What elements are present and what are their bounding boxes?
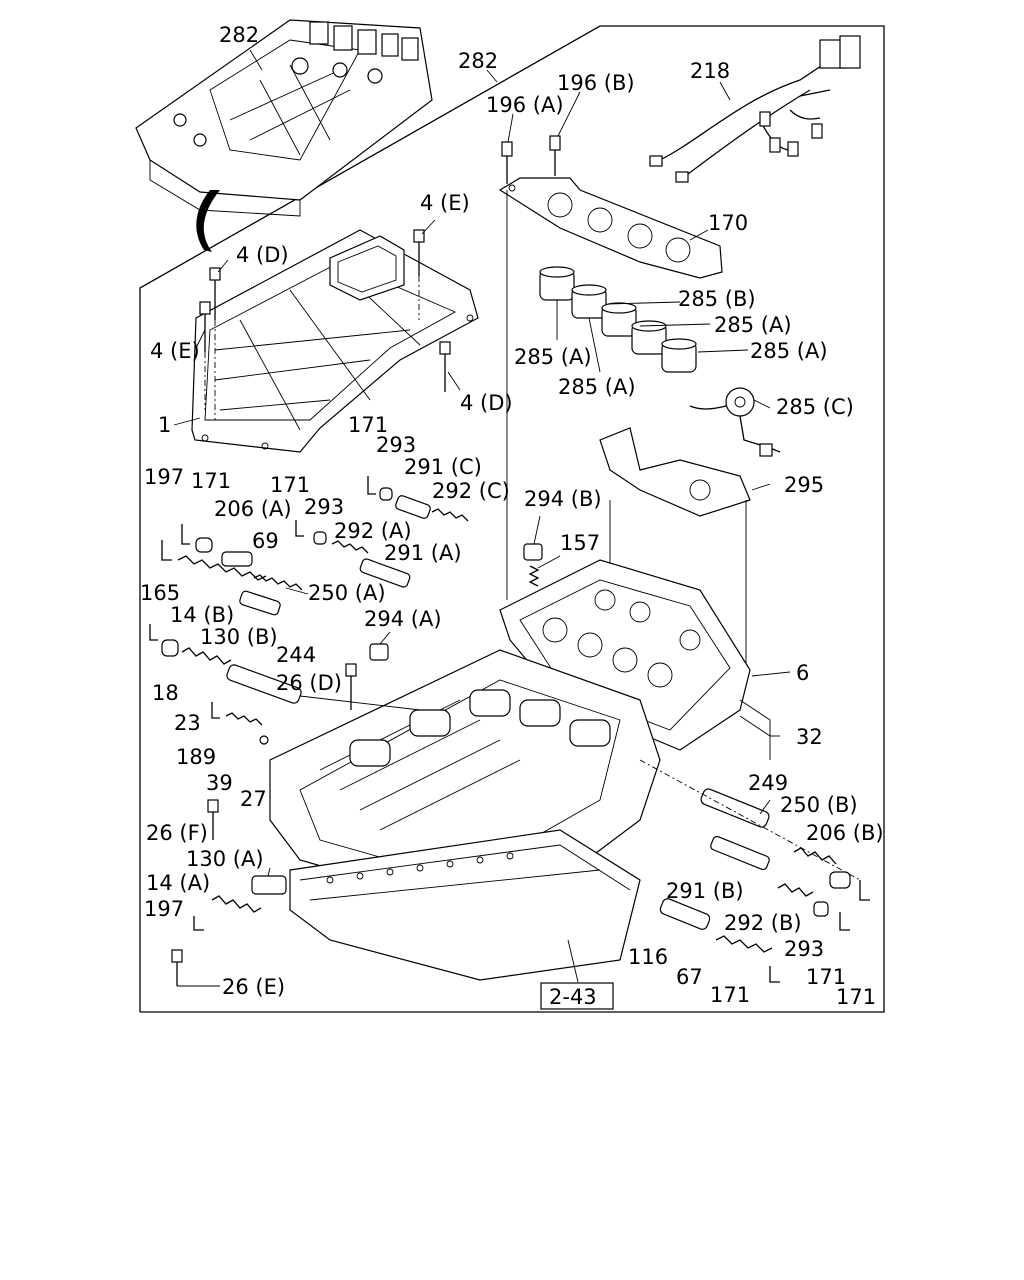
callout-285-a: 285 (A) bbox=[558, 375, 636, 399]
callout-196-b: 196 (B) bbox=[557, 71, 635, 95]
right-valve-parts bbox=[639, 759, 870, 983]
callout-196-a: 196 (A) bbox=[486, 93, 564, 117]
callout-130-b: 130 (B) bbox=[200, 625, 278, 649]
callout-285-a: 285 (A) bbox=[714, 313, 792, 337]
callout-250-a: 250 (A) bbox=[308, 581, 386, 605]
callout-285-c: 285 (C) bbox=[776, 395, 854, 419]
callout-218: 218 bbox=[690, 59, 730, 83]
assembled-valve-body-inset bbox=[135, 19, 498, 252]
callout-250-b: 250 (B) bbox=[780, 793, 858, 817]
callout-26-e: 26 (E) bbox=[222, 975, 285, 999]
left-valve-parts bbox=[149, 476, 561, 987]
callout-206-a: 206 (A) bbox=[214, 497, 292, 521]
callout-295: 295 bbox=[784, 473, 824, 497]
callout-4-d: 4 (D) bbox=[460, 391, 513, 415]
callout-4-e: 4 (E) bbox=[150, 339, 200, 363]
main-valve-body bbox=[269, 649, 661, 983]
callout-23: 23 bbox=[174, 711, 201, 735]
part-285-solenoids bbox=[539, 266, 781, 457]
callout-171: 171 bbox=[836, 985, 876, 1009]
callout-294-b: 294 (B) bbox=[524, 487, 602, 511]
callout-171: 171 bbox=[806, 965, 846, 989]
callout-39: 39 bbox=[206, 771, 233, 795]
callout-292-b: 292 (B) bbox=[724, 911, 802, 935]
part-218-wiring-harness bbox=[649, 35, 861, 183]
callout-69: 69 bbox=[252, 529, 279, 553]
callout-282: 282 bbox=[458, 49, 498, 73]
callout-4-d: 4 (D) bbox=[236, 243, 289, 267]
callout-285-a: 285 (A) bbox=[514, 345, 592, 369]
callout-6: 6 bbox=[796, 661, 809, 685]
callout-291-c: 291 (C) bbox=[404, 455, 482, 479]
callout-291-a: 291 (A) bbox=[384, 541, 462, 565]
callout-26-d: 26 (D) bbox=[276, 671, 342, 695]
bolts-4 bbox=[195, 219, 461, 420]
callout-294-a: 294 (A) bbox=[364, 607, 442, 631]
callout-189: 189 bbox=[176, 745, 216, 769]
callout-282: 282 bbox=[219, 23, 259, 47]
callout-292-a: 292 (A) bbox=[334, 519, 412, 543]
callout-labels: 282 282 196 (A) 196 (B) 218 170 4 (E) 4 … bbox=[140, 23, 884, 1009]
callout-285-b: 285 (B) bbox=[678, 287, 756, 311]
callout-249: 249 bbox=[748, 771, 788, 795]
callout-67: 67 bbox=[676, 965, 703, 989]
callout-293: 293 bbox=[304, 495, 344, 519]
callout-32: 32 bbox=[796, 725, 823, 749]
callout-197: 197 bbox=[144, 465, 184, 489]
callout-170: 170 bbox=[708, 211, 748, 235]
callout-1: 1 bbox=[158, 413, 171, 437]
callout-14-b: 14 (B) bbox=[170, 603, 234, 627]
callout-26-f: 26 (F) bbox=[146, 821, 208, 845]
callout-171: 171 bbox=[270, 473, 310, 497]
callout-292-c: 292 (C) bbox=[432, 479, 510, 503]
reference-box: 2-43 bbox=[540, 982, 614, 1010]
callout-171: 171 bbox=[348, 413, 388, 437]
callout-285-a: 285 (A) bbox=[750, 339, 828, 363]
callout-197: 197 bbox=[144, 897, 184, 921]
diagram-frame bbox=[139, 25, 885, 1013]
callout-293: 293 bbox=[784, 937, 824, 961]
part-170-gasket bbox=[498, 91, 723, 600]
callout-116: 116 bbox=[628, 945, 668, 969]
callout-291-b: 291 (B) bbox=[666, 879, 744, 903]
callout-244: 244 bbox=[276, 643, 316, 667]
callout-4-e: 4 (E) bbox=[420, 191, 470, 215]
callout-157: 157 bbox=[560, 531, 600, 555]
callout-130-a: 130 (A) bbox=[186, 847, 264, 871]
callout-293: 293 bbox=[376, 433, 416, 457]
callout-165: 165 bbox=[140, 581, 180, 605]
callout-18: 18 bbox=[152, 681, 179, 705]
callout-27: 27 bbox=[240, 787, 267, 811]
part-32-separator-plates bbox=[739, 699, 780, 760]
callout-171: 171 bbox=[191, 469, 231, 493]
callout-206-b: 206 (B) bbox=[806, 821, 884, 845]
reference-box-label: 2-43 bbox=[549, 985, 597, 1009]
part-1-cover-plate bbox=[173, 229, 479, 453]
callout-14-a: 14 (A) bbox=[146, 871, 210, 895]
callout-171: 171 bbox=[710, 983, 750, 1007]
